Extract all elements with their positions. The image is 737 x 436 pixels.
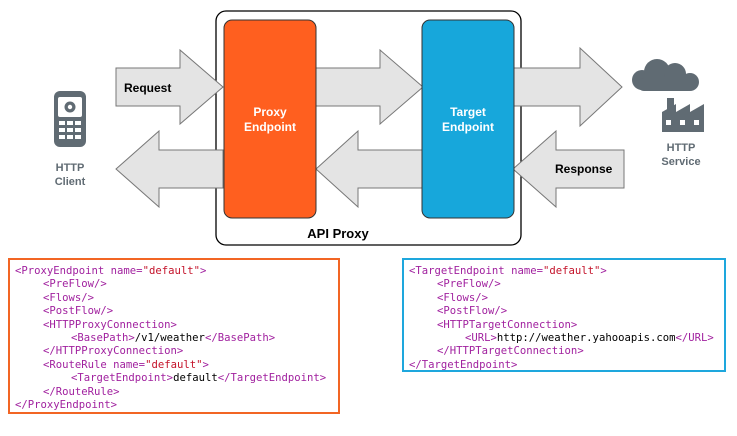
code-token: <Flows/> [43, 291, 95, 304]
target-endpoint-label-2: Endpoint [442, 120, 494, 134]
proxy-endpoint-label-1: Proxy [253, 105, 287, 119]
code-line: <PostFlow/> [15, 305, 333, 318]
code-token: <PreFlow/> [43, 278, 107, 291]
code-token: /v1/weather [134, 331, 205, 344]
code-line: <Flows/> [409, 292, 719, 305]
code-token: <URL> [465, 331, 497, 344]
phone-icon [54, 91, 86, 147]
code-token: "default" [145, 358, 203, 371]
code-token: <BasePath> [71, 331, 135, 344]
target-endpoint-label-1: Target [450, 105, 486, 119]
code-line: <RouteRule name="default"> [15, 359, 333, 372]
code-token: name= [110, 265, 143, 277]
http-client-label-2: Client [55, 176, 86, 188]
code-token: </HTTPTargetConnection> [437, 345, 584, 358]
proxy-endpoint-box [223, 19, 317, 219]
code-token: </RouteRule> [43, 385, 120, 398]
target-to-proxy-arrow [315, 129, 424, 209]
code-token: </HTTPProxyConnection> [43, 345, 184, 358]
request-arrow [115, 48, 224, 126]
code-token: <PreFlow/> [437, 278, 501, 291]
code-line: <TargetEndpoint name="default"> [409, 265, 719, 278]
code-token: </ProxyEndpoint> [15, 398, 118, 411]
code-token: <ProxyEndpoint [15, 265, 111, 277]
code-line: </ProxyEndpoint> [15, 399, 333, 412]
request-label: Request [124, 81, 171, 95]
code-token: </URL> [675, 331, 714, 344]
code-line: </TargetEndpoint> [409, 358, 719, 371]
code-line: <BasePath>/v1/weather</BasePath> [15, 332, 333, 345]
code-line: </RouteRule> [15, 386, 333, 399]
http-client-label-1: HTTP [56, 162, 85, 174]
code-token: </TargetEndpoint> [409, 358, 518, 371]
code-token: "default" [142, 265, 200, 277]
code-line: <URL>http://weather.yahooapis.com</URL> [409, 332, 719, 345]
target-endpoint-xml: <TargetEndpoint name="default"><PreFlow/… [402, 258, 726, 372]
code-token: <Flows/> [437, 291, 489, 304]
target-endpoint-box [421, 19, 515, 219]
code-token: <TargetEndpoint> [71, 372, 174, 385]
code-token: http://weather.yahooapis.com [496, 331, 676, 344]
code-line: <HTTPProxyConnection> [15, 319, 333, 332]
code-token: > [199, 265, 207, 277]
code-token: <PostFlow/> [43, 305, 114, 318]
code-token: name= [113, 358, 146, 371]
code-line: </HTTPTargetConnection> [409, 345, 719, 358]
code-token: "default" [542, 265, 601, 277]
code-line: <HTTPTargetConnection> [409, 319, 719, 332]
code-line: <PreFlow/> [15, 278, 333, 291]
response-label: Response [555, 162, 613, 176]
code-line: <PreFlow/> [409, 278, 719, 291]
target-to-service-arrow [512, 46, 623, 128]
proxy-endpoint-label-2: Endpoint [244, 120, 296, 134]
code-token: <HTTPProxyConnection> [43, 318, 177, 331]
proxy-endpoint-xml: <ProxyEndpoint name="default"><PreFlow/>… [8, 258, 340, 414]
code-token: > [202, 358, 209, 371]
code-token: <HTTPTargetConnection> [437, 318, 578, 331]
code-token: <RouteRule [43, 358, 114, 371]
code-token: default [173, 372, 218, 385]
http-service-label-1: HTTP [667, 142, 696, 154]
code-token: name= [511, 265, 543, 277]
code-token: > [600, 265, 607, 277]
code-token: <TargetEndpoint [409, 265, 512, 277]
proxy-to-target-arrow [315, 48, 424, 126]
proxy-to-client-arrow [115, 129, 224, 209]
code-line: <ProxyEndpoint name="default"> [15, 265, 333, 278]
flow-diagram: Proxy Endpoint Target Endpoint Request R… [54, 10, 704, 246]
factory-icon [662, 98, 704, 132]
api-proxy-label: API Proxy [307, 226, 369, 241]
response-arrow [512, 129, 625, 209]
code-line: </HTTPProxyConnection> [15, 345, 333, 358]
code-line: <Flows/> [15, 292, 333, 305]
code-line: <TargetEndpoint>default</TargetEndpoint> [15, 372, 333, 385]
code-token: </TargetEndpoint> [217, 372, 327, 385]
http-service-label-2: Service [661, 156, 700, 168]
code-token: <PostFlow/> [437, 305, 508, 318]
cloud-icon [632, 59, 699, 91]
code-line: <PostFlow/> [409, 305, 719, 318]
code-token: </BasePath> [204, 331, 276, 344]
